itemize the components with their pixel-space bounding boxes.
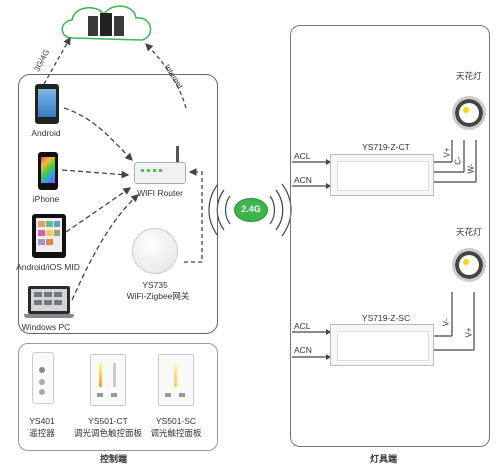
lamp-1-label: 天花灯 [456, 227, 482, 237]
driver-0-in1: ACL [294, 151, 311, 161]
sc-touch-panel-icon [158, 354, 194, 406]
wireless-band-badge: 2.4G [234, 198, 268, 222]
wireless-band-label: 2.4G [241, 204, 261, 214]
lamp-0-label: 天花灯 [456, 71, 482, 81]
driver-0-model: YS719-Z-CT [362, 142, 410, 152]
android-phone-icon [35, 84, 59, 124]
gateway-desc: WiFi-Zigbee网关 [126, 291, 190, 301]
wifi-router-icon [130, 146, 188, 186]
android-label: Android [31, 128, 61, 138]
remote-0-desc: 遥控器 [29, 428, 55, 438]
downlight-1-icon [452, 248, 486, 282]
driver-1-out2: V+ [464, 327, 474, 338]
tablet-icon [32, 214, 66, 258]
driver-0-out1: V+ [442, 147, 452, 158]
remotes-panel [18, 343, 218, 451]
iphone-label: iPhone [32, 194, 60, 204]
remote-1-model: YS501-CT [88, 416, 128, 426]
driver-1-module [330, 324, 434, 366]
driver-0-module [330, 154, 434, 196]
zigbee-gateway-icon [132, 228, 178, 274]
downlight-0-icon [452, 96, 486, 130]
control-side-caption: 控制端 [100, 454, 128, 464]
driver-0-in2: ACN [294, 175, 312, 185]
driver-0-out2: C- [453, 156, 463, 165]
remote-1-desc: 调光调色触控面板 [73, 428, 142, 438]
pc-label: Windows PC [21, 322, 71, 332]
driver-0-out3: W- [466, 163, 476, 174]
remote-control-icon [32, 352, 54, 404]
server-rack-icon [88, 13, 124, 37]
laptop-pc-icon [24, 286, 74, 322]
remote-0-model: YS401 [29, 416, 55, 426]
control-panel [18, 74, 218, 334]
driver-1-model: YS719-Z-SC [361, 313, 411, 323]
lamp-side-caption: 灯具端 [370, 454, 398, 464]
remote-2-desc: 调光触控面板 [150, 428, 202, 438]
router-label: WIFI Router [137, 188, 183, 198]
wireless-waves [208, 183, 292, 237]
remote-2-model: YS501-SC [155, 416, 197, 426]
driver-1-in1: ACL [294, 321, 311, 331]
gateway-model: YS735 [142, 280, 168, 290]
iphone-icon [38, 152, 58, 190]
tablet-label: Android/iOS MID [16, 262, 80, 272]
driver-1-in2: ACN [294, 345, 312, 355]
driver-1-out1: V- [441, 318, 451, 327]
lamp-panel [290, 25, 490, 447]
ct-touch-panel-icon [90, 354, 126, 406]
